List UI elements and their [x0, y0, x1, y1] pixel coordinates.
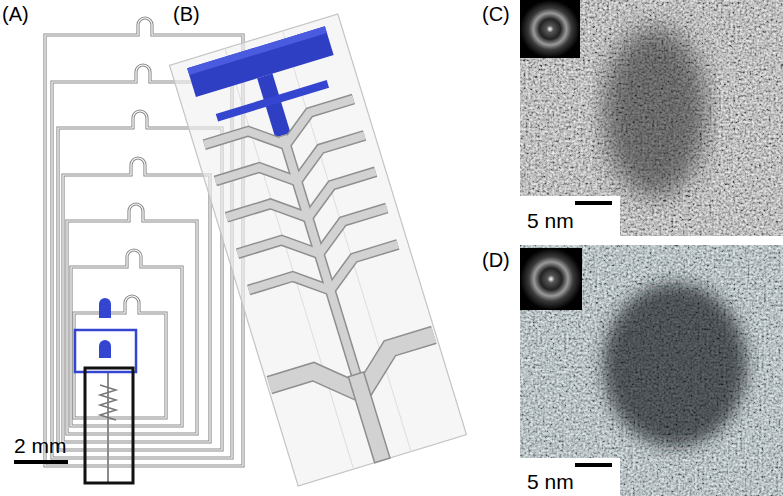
blue-electrode: [75, 298, 136, 372]
tem-image-d: [520, 245, 783, 496]
panel-label: (C): [482, 4, 510, 24]
scale-bar: [14, 460, 68, 464]
panel-label: (D): [482, 250, 510, 270]
scale-label: 5 nm: [527, 210, 574, 231]
zoom-box: [85, 368, 133, 483]
scale-label: 2 mm: [14, 435, 67, 456]
panel-label: (A): [2, 4, 29, 24]
tem-image-c: [520, 0, 783, 236]
panel-label: (B): [173, 4, 200, 24]
scale-label: 5 nm: [527, 471, 574, 492]
channel-model: [170, 14, 467, 486]
